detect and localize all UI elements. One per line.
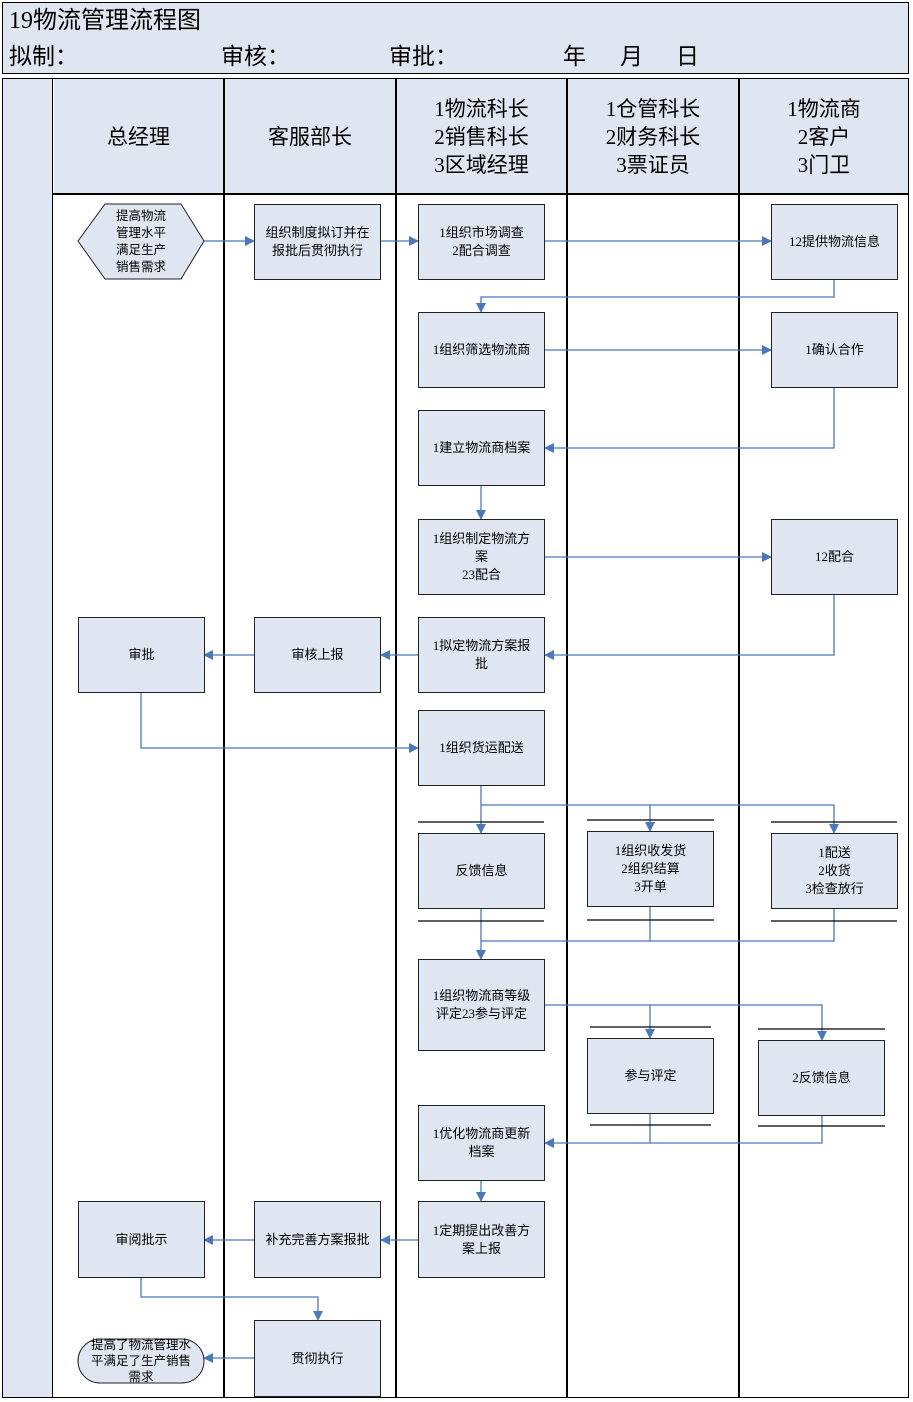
connector-arrow bbox=[544, 388, 835, 453]
lane-header-warehouse-finance: 1仓管科长 2财务科长 3票证员 bbox=[568, 79, 738, 194]
node-cooperate: 12配合 bbox=[771, 519, 898, 595]
header-panel: 19物流管理流程图 拟制： 审核： 审批： 年 月 日 bbox=[2, 2, 909, 74]
connector-arrow bbox=[650, 1004, 827, 1041]
connector-arrow bbox=[544, 1004, 655, 1039]
drafted-label: 拟制： bbox=[9, 44, 78, 69]
connector-arrow bbox=[650, 804, 839, 834]
lane-header-logistics-sales: 1物流科长 2销售科长 3区域经理 bbox=[397, 79, 566, 194]
lane-divider bbox=[566, 79, 568, 1397]
lane-divider bbox=[395, 79, 397, 1397]
node-read-instruct: 审阅批示 bbox=[78, 1201, 205, 1278]
start-hexagon-shape bbox=[77, 203, 205, 280]
node-screen-carriers: 1组织筛选物流商 bbox=[418, 312, 545, 388]
node-supplement-plan: 补充完善方案报批 bbox=[254, 1201, 381, 1278]
lane-header-customer-service: 客服部长 bbox=[225, 79, 395, 194]
month-label: 月 bbox=[620, 44, 643, 69]
left-margin-stripe bbox=[2, 78, 53, 1398]
connector-arrow bbox=[476, 279, 835, 313]
connector-arrow bbox=[481, 804, 655, 832]
node-policy-drafting: 组织制度拟订并在 报批后贯彻执行 bbox=[254, 204, 381, 280]
node-carrier-rating: 1组织物流商等级 评定23参与评定 bbox=[418, 959, 545, 1051]
year-label: 年 bbox=[563, 44, 586, 69]
connector-arrow bbox=[140, 1278, 323, 1321]
node-warehouse-ops: 1组织收发货 2组织结算 3开单 bbox=[587, 831, 714, 907]
end-terminator-shape bbox=[77, 1338, 205, 1384]
node-market-survey: 1组织市场调查 2配合调查 bbox=[418, 204, 545, 280]
node-logistics-plan: 1组织制定物流方 案 23配合 bbox=[418, 519, 545, 595]
node-delivery: 1配送 2收货 3检查放行 bbox=[771, 833, 898, 909]
approved-label: 审批： bbox=[389, 44, 458, 69]
lane-header-divider bbox=[53, 193, 909, 195]
lane-header-general-manager: 总经理 bbox=[54, 79, 223, 194]
connector-line bbox=[481, 907, 651, 942]
node-dispatch: 1组织货运配送 bbox=[418, 710, 545, 786]
connector-arrow bbox=[140, 693, 419, 753]
lane-divider bbox=[738, 79, 740, 1397]
node-review-report: 审核上报 bbox=[254, 617, 381, 693]
node-feedback: 反馈信息 bbox=[418, 833, 545, 909]
node-approve: 审批 bbox=[78, 617, 205, 693]
connector-line bbox=[650, 909, 835, 942]
connector-arrow bbox=[544, 1114, 651, 1148]
node-provide-logistics-info: 12提供物流信息 bbox=[771, 204, 898, 280]
node-draft-plan: 1拟定物流方案报 批 bbox=[418, 617, 545, 693]
reviewed-label: 审核： bbox=[221, 44, 290, 69]
day-label: 日 bbox=[676, 44, 699, 69]
node-improvement-proposal: 1定期提出改善方 案上报 bbox=[418, 1201, 545, 1278]
node-confirm-cooperation: 1确认合作 bbox=[771, 312, 898, 388]
lane-header-carrier-customer: 1物流商 2客户 3门卫 bbox=[740, 79, 908, 194]
connector-line bbox=[650, 1116, 823, 1144]
node-optimize-file: 1优化物流商更新 档案 bbox=[418, 1105, 545, 1181]
start-node: 提高物流 管理水平 满足生产 销售需求 bbox=[115, 208, 166, 274]
end-node: 提高了物流管理水 平满足了生产销售 需求 bbox=[90, 1338, 191, 1384]
node-feedback-2: 2反馈信息 bbox=[758, 1040, 885, 1116]
page-title: 19物流管理流程图 bbox=[9, 8, 201, 34]
lane-divider bbox=[223, 79, 225, 1397]
node-carrier-file: 1建立物流商档案 bbox=[418, 410, 545, 486]
connector-arrow bbox=[544, 595, 835, 660]
node-implement: 贯彻执行 bbox=[254, 1320, 381, 1397]
node-join-rating: 参与评定 bbox=[587, 1038, 714, 1114]
